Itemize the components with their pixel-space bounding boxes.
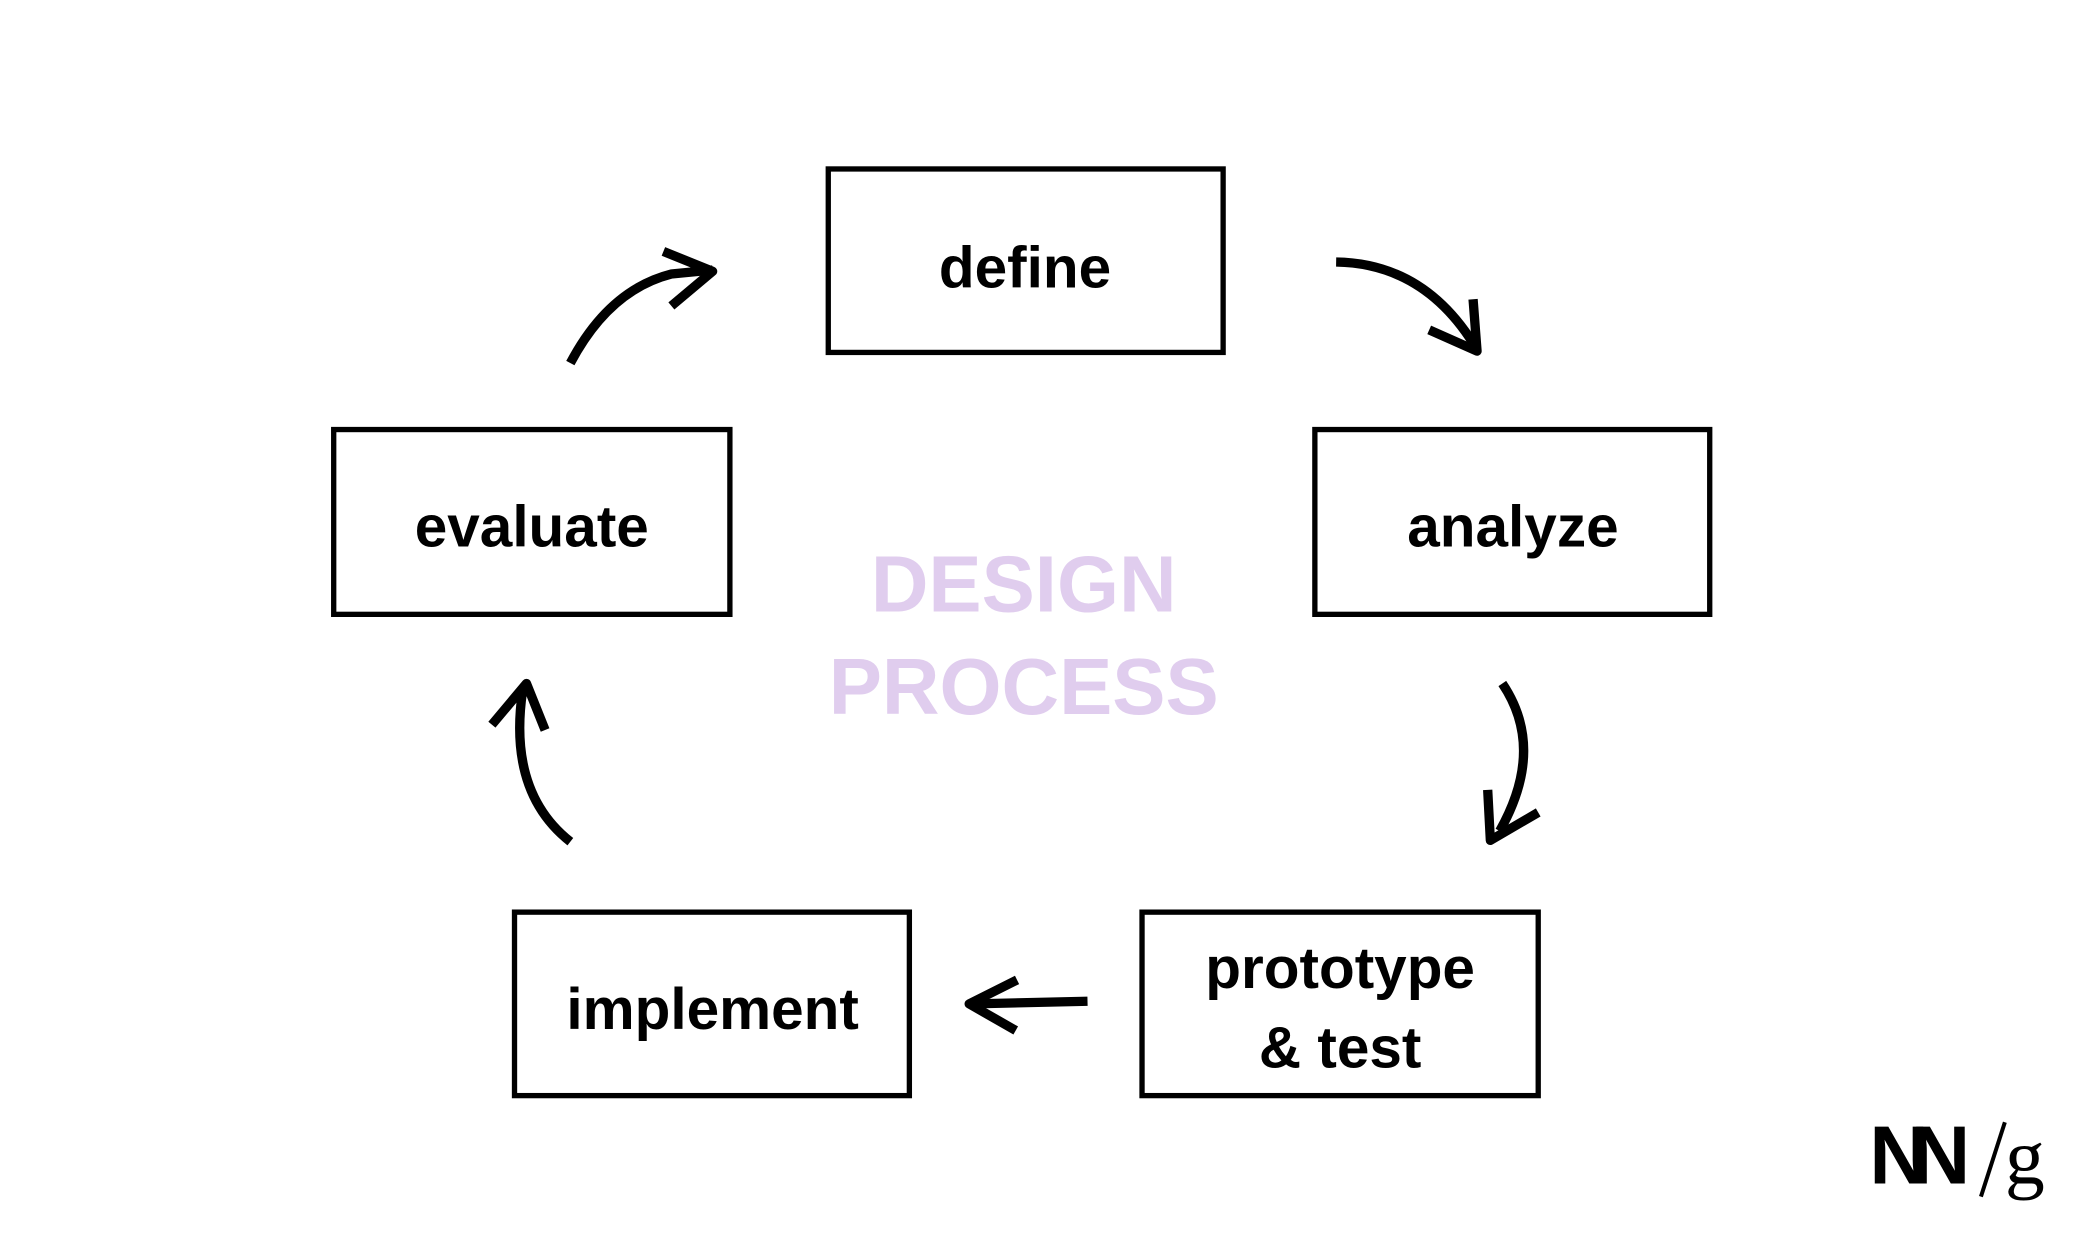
step-prototype-label: prototype [1205, 936, 1475, 1001]
arrow-define-to-analyze [1336, 257, 1482, 356]
nng-logo: NN g [1869, 1109, 2044, 1201]
step-test-label: & test [1259, 1016, 1422, 1081]
center-title-line1: DESIGN [871, 540, 1177, 629]
step-implement-label: implement [566, 977, 858, 1042]
arrow-implement-to-evaluate [488, 678, 574, 846]
step-define: define [825, 166, 1226, 356]
step-evaluate-label: evaluate [415, 495, 649, 560]
logo-slash [1979, 1121, 2007, 1198]
step-implement: implement [511, 909, 913, 1099]
step-prototype-test: prototype & test [1139, 909, 1541, 1099]
step-evaluate: evaluate [331, 426, 733, 617]
arrow-prototype-to-implement [964, 975, 1088, 1035]
step-analyze-label: analyze [1407, 495, 1618, 560]
arrow-evaluate-to-define [566, 247, 718, 366]
step-define-label: define [939, 235, 1111, 300]
center-title-line2: PROCESS [829, 642, 1219, 731]
logo-g: g [2005, 1113, 2045, 1201]
step-analyze: analyze [1312, 426, 1713, 617]
arrow-analyze-to-prototype [1483, 680, 1541, 846]
logo-nn: NN [1869, 1109, 1970, 1201]
